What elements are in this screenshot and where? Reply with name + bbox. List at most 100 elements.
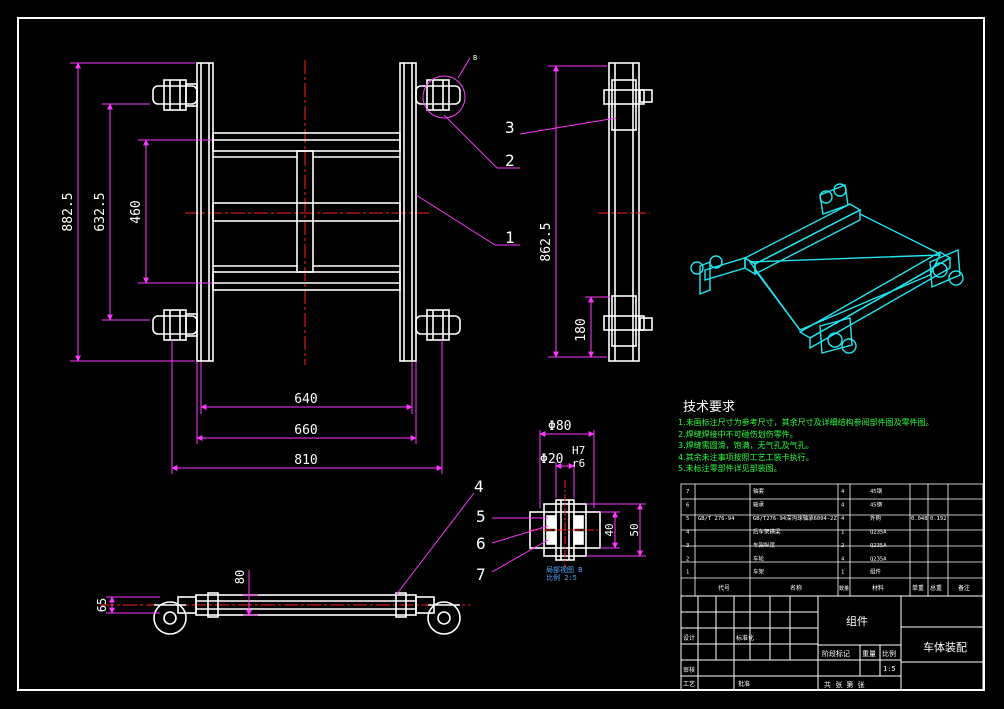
title-part-name: 组件 <box>846 614 868 628</box>
bom-cell-name: 轴套 <box>753 487 765 495</box>
title-approve: 批准 <box>738 680 750 688</box>
balloon-4: 4 <box>474 477 484 496</box>
dim-50: 50 <box>628 523 641 536</box>
balloon-3: 3 <box>505 118 515 137</box>
side-view-dim-texts: 862.5 180 3 <box>505 118 589 342</box>
title-process: 工艺 <box>683 680 695 688</box>
dim-460: 460 <box>129 200 144 223</box>
balloon-1: 1 <box>505 228 515 247</box>
bom-cell-material: Q235A <box>870 529 887 535</box>
bom-cell-no: 2 <box>686 556 689 562</box>
bom-header-code: 代号 <box>718 584 730 592</box>
tech-req-item: 3.焊缝需圆滑，饱满，无气孔及气孔。 <box>678 441 814 450</box>
bom-cell-no: 7 <box>686 489 689 495</box>
title-designer: 设计 <box>683 634 695 642</box>
detail-caption-line1: 局部视图 B <box>546 565 582 574</box>
dim-180: 180 <box>574 318 589 341</box>
detail-view-dim-texts: Φ80 Φ20 H7 r6 40 50 5 6 7 局部视图 B 比例 2:5 <box>476 419 641 584</box>
bom-cell-material: Q235A <box>870 543 887 549</box>
bom-cell-name: 车架纵梁 <box>753 541 776 549</box>
bom-cell-no: 5 <box>686 516 689 522</box>
dim-640: 640 <box>294 392 317 407</box>
bom-cell-qty: 4 <box>841 503 845 509</box>
front-view-dim-texts: 882.5 632.5 460 640 660 810 B 1 2 <box>61 54 515 468</box>
front-view-dimensions <box>70 57 520 474</box>
dim-phi20: Φ20 <box>540 452 563 467</box>
title-review: 审核 <box>683 666 695 674</box>
bom-cell-total: 0.192 <box>930 516 947 522</box>
title-weight: 重量 <box>862 650 876 658</box>
bom-cell-material: 45钢 <box>870 487 883 495</box>
bom-cell-name: 轴承 <box>753 501 765 509</box>
dim-65-top: 65 <box>95 598 109 612</box>
title-drawing-name: 车体装配 <box>923 640 967 654</box>
title-scale-value: 1:5 <box>883 665 896 673</box>
dim-632-5: 632.5 <box>93 192 108 231</box>
bom-header-total-weight: 总重 <box>930 584 942 592</box>
dim-r6: r6 <box>572 457 585 470</box>
bom-cell-no: 6 <box>686 503 689 509</box>
bom-header-name: 名称 <box>790 584 802 592</box>
dim-80-top: 80 <box>233 570 247 584</box>
top-view-dim-texts: 80 65 4 <box>95 477 484 612</box>
bom-header-material: 材料 <box>872 584 884 592</box>
parts-list-header: 代号 名称 数量 材料 单重 总重 备注 <box>718 584 970 592</box>
bom-cell-no: 3 <box>686 543 689 549</box>
technical-requirements-list: 1.未画标注尺寸为参考尺寸，其余尺寸及详细结构参阅部件图及零件图。 2.焊缝焊接… <box>678 417 934 475</box>
bom-cell-code: GB/T 276-94 <box>698 516 735 522</box>
title-block <box>680 595 984 691</box>
bom-header-remark: 备注 <box>958 584 970 592</box>
dim-862-5: 862.5 <box>539 222 554 261</box>
bom-cell-no: 4 <box>686 529 690 535</box>
tech-req-item: 5.未标注零部件详见部装图。 <box>678 464 782 473</box>
detail-caption-line2: 比例 2:5 <box>546 573 577 582</box>
bom-cell-material: Q235A <box>870 556 887 562</box>
tech-req-item: 2.焊缝焊接中不可碰伤划伤零件。 <box>678 429 798 439</box>
dim-810: 810 <box>294 453 317 468</box>
bom-cell-name: 车轮 <box>753 554 765 562</box>
dim-882-5: 882.5 <box>61 192 76 231</box>
dim-h7: H7 <box>572 444 585 457</box>
title-stage-mark: 阶段标记 <box>822 649 850 658</box>
title-scale: 比例 <box>882 649 896 658</box>
top-view <box>100 592 470 635</box>
side-view <box>598 62 653 362</box>
parts-list-rows: 7 轴套 4 45钢 6 轴承 4 45钢 5 GB/T 276-94 GB/T276-94深沟球轴… <box>686 487 947 576</box>
balloon-7: 7 <box>476 565 486 584</box>
technical-requirements-title: 技术要求 <box>683 400 736 415</box>
title-block-texts: 组件 车体装配 阶段标记 重量 比例 1:5 共 张 第 张 设计 标准化 审核… <box>683 614 967 689</box>
side-view-dimensions <box>519 65 617 358</box>
dim-phi80: Φ80 <box>548 419 571 434</box>
dim-660: 660 <box>294 423 317 438</box>
balloon-2: 2 <box>505 151 515 170</box>
tech-req-item: 1.未画标注尺寸为参考尺寸，其余尺寸及详细结构参阅部件图及零件图。 <box>678 418 934 427</box>
detail-callout-b: B <box>473 54 477 62</box>
detail-view-dimensions <box>491 430 646 573</box>
balloon-6: 6 <box>476 534 486 553</box>
top-view-dimensions <box>106 492 475 616</box>
front-view <box>152 60 466 365</box>
bom-cell-name: GB/T276-94深沟球轴承6004-2Z <box>753 514 837 522</box>
parts-list <box>680 483 984 597</box>
bom-cell-qty: 4 <box>841 516 845 522</box>
bom-cell-material: 组件 <box>870 568 882 576</box>
detail-view-b <box>529 480 601 568</box>
bom-cell-qty: 4 <box>841 556 845 562</box>
bom-cell-name: 车架 <box>753 568 765 576</box>
bom-cell-qty: 1 <box>841 570 844 576</box>
bom-header-qty: 数量 <box>839 585 849 592</box>
balloon-5: 5 <box>476 507 486 526</box>
title-standardize: 标准化 <box>736 634 754 642</box>
drawing-border <box>17 17 985 691</box>
bom-cell-material: 外购 <box>870 514 882 522</box>
tech-req-item: 4.其余未注事项按照工艺工装卡执行。 <box>678 452 814 462</box>
bom-cell-no: 1 <box>686 570 689 576</box>
bom-cell-name: 后车架横梁 <box>753 527 781 535</box>
bom-cell-qty: 2 <box>841 543 844 549</box>
dim-40: 40 <box>603 523 616 536</box>
bom-cell-material: 45钢 <box>870 501 883 509</box>
isometric-view <box>690 183 964 354</box>
bom-header-unit-weight: 单重 <box>912 584 924 592</box>
bom-cell-qty: 4 <box>841 489 845 495</box>
